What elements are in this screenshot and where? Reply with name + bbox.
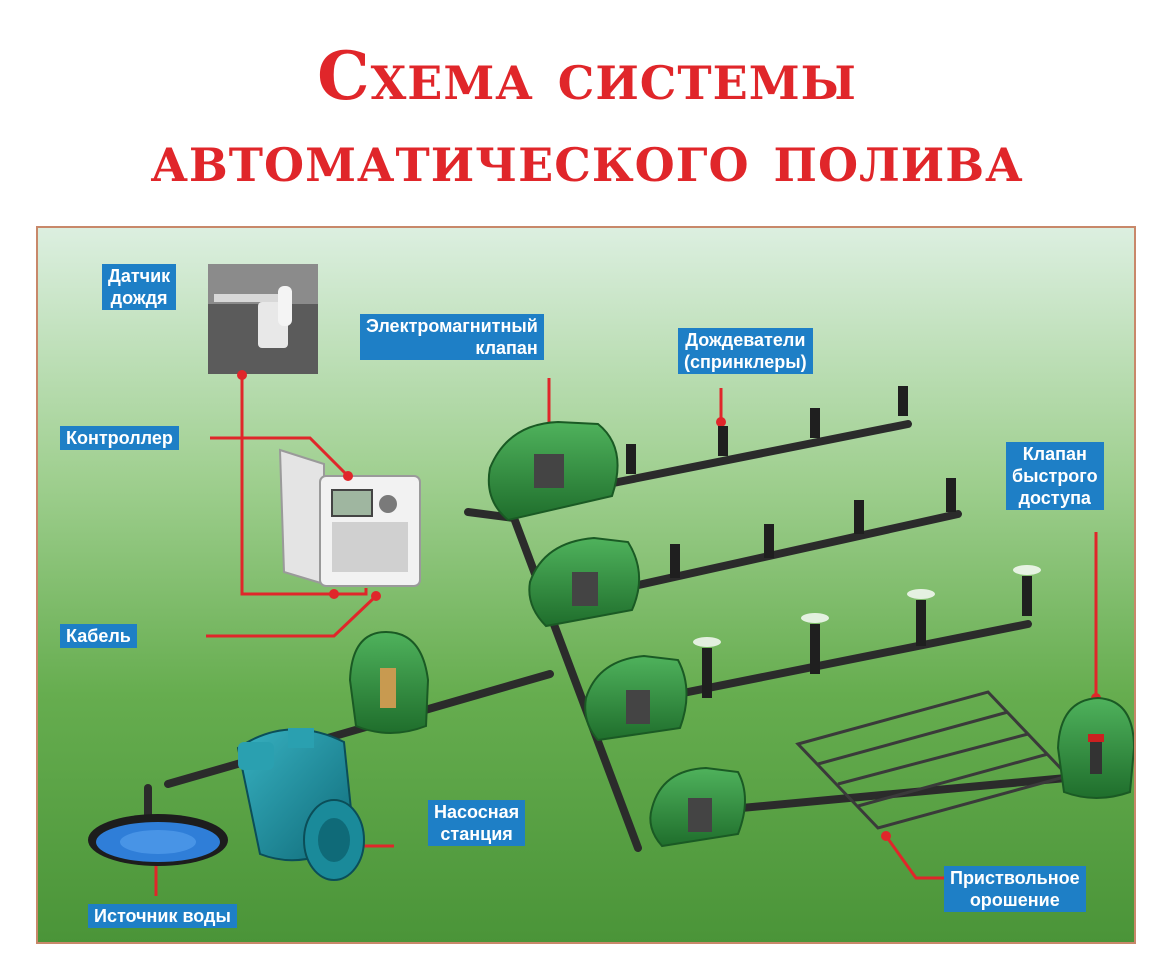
- label-pump-station: Насосная станция: [428, 800, 525, 846]
- label-pump-line-1: Насосная: [434, 801, 519, 823]
- label-solenoid-valve-line-1: Электромагнитный: [366, 315, 538, 337]
- label-pump-line-2: станция: [434, 823, 519, 845]
- label-rain-sensor: Датчик дождя: [102, 264, 176, 310]
- label-controller: Контроллер: [60, 426, 179, 450]
- label-water-source: Источник воды: [88, 904, 237, 928]
- label-drip-line-2: орошение: [950, 889, 1080, 911]
- label-quick-valve-line-3: доступа: [1012, 487, 1098, 509]
- diagram-drawing: [38, 228, 1136, 944]
- quick-access-valve-box: [1058, 698, 1134, 798]
- label-sprinklers-line-2: (спринклеры): [684, 351, 807, 373]
- page-title-line-2: автоматического полива: [0, 118, 1174, 198]
- label-quick-access-valve: Клапан быстрого доступа: [1006, 442, 1104, 510]
- irrigation-diagram: Датчик дождя Электромагнитный клапан Дож…: [36, 226, 1136, 944]
- page-title-line-1: Схема системы: [0, 36, 1174, 116]
- label-cable: Кабель: [60, 624, 137, 648]
- label-quick-valve-line-2: быстрого: [1012, 465, 1098, 487]
- main-valve-box: [350, 632, 428, 733]
- label-solenoid-valve-line-2: клапан: [366, 337, 538, 359]
- label-rain-sensor-line-2: дождя: [108, 287, 170, 309]
- label-drip-line-1: Приствольное: [950, 867, 1080, 889]
- label-rain-sensor-line-1: Датчик: [108, 265, 170, 287]
- rain-sensor-image: [208, 264, 318, 374]
- label-drip-irrigation: Приствольное орошение: [944, 866, 1086, 912]
- label-solenoid-valve: Электромагнитный клапан: [360, 314, 544, 360]
- label-sprinklers: Дождеватели (спринклеры): [678, 328, 813, 374]
- label-quick-valve-line-1: Клапан: [1012, 443, 1098, 465]
- label-sprinklers-line-1: Дождеватели: [684, 329, 807, 351]
- water-source-image: [88, 814, 228, 866]
